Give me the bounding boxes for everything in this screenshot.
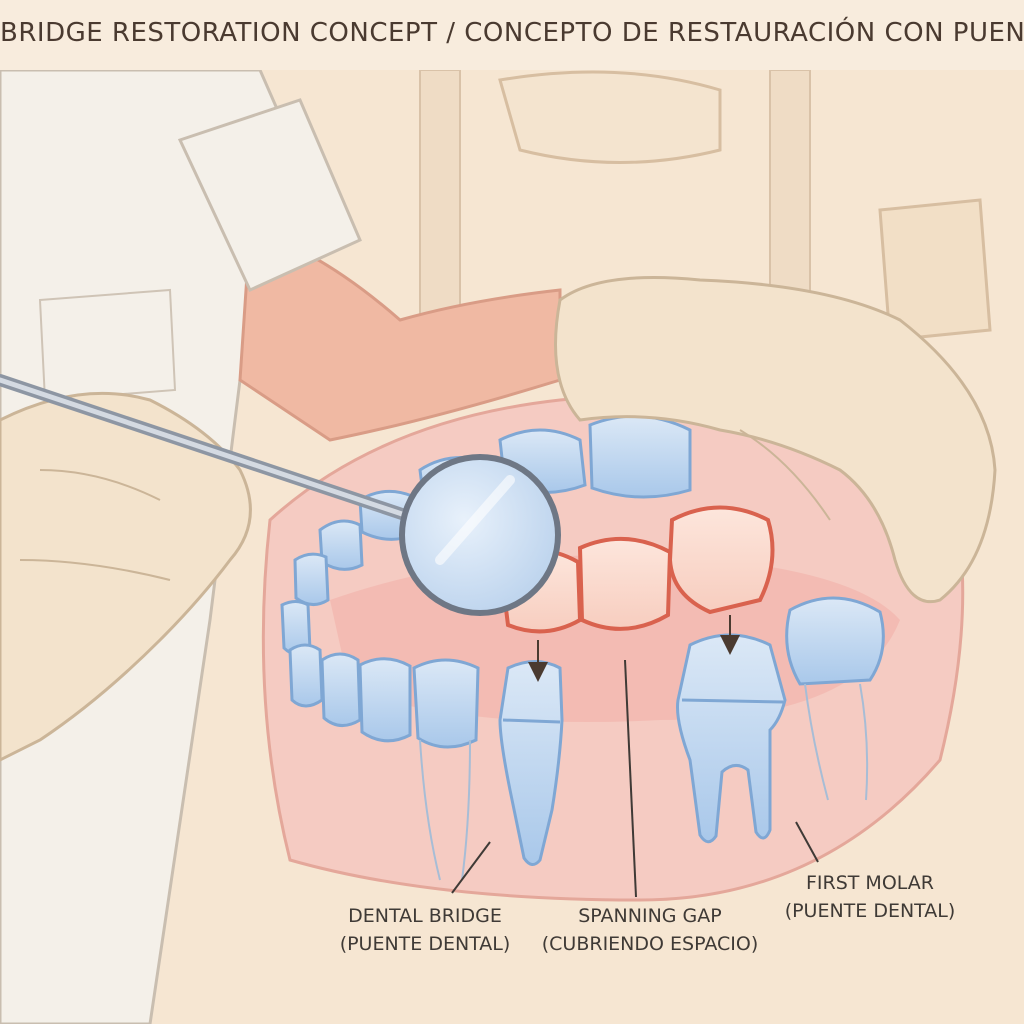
abutment-tooth-left (498, 660, 564, 866)
dental-mirror (0, 374, 561, 616)
dental-illustration (0, 70, 1024, 1024)
label-first-molar-line1: FIRST MOLAR (805, 872, 934, 894)
label-spanning-gap-line1: SPANNING GAP (578, 905, 722, 927)
label-dental-bridge-line2: (PUENTE DENTAL) (339, 933, 511, 955)
label-dental-bridge-line1: DENTAL BRIDGE (348, 905, 502, 927)
label-dental-bridge: DENTAL BRIDGE (PUENTE DENTAL) (320, 902, 530, 958)
diagram-title: BRIDGE RESTORATION CONCEPT / CONCEPTO DE… (0, 18, 1024, 48)
label-first-molar: FIRST MOLAR (PUENTE DENTAL) (765, 869, 975, 925)
label-spanning-gap: SPANNING GAP (CUBRIENDO ESPACIO) (530, 902, 770, 958)
placement-arrows (528, 615, 740, 682)
illustration (0, 70, 1024, 1024)
label-first-molar-line2: (PUENTE DENTAL) (784, 900, 956, 922)
leader-lines (451, 659, 819, 898)
abutment-molar-right (676, 633, 787, 844)
label-spanning-gap-line2: (CUBRIENDO ESPACIO) (541, 933, 759, 955)
